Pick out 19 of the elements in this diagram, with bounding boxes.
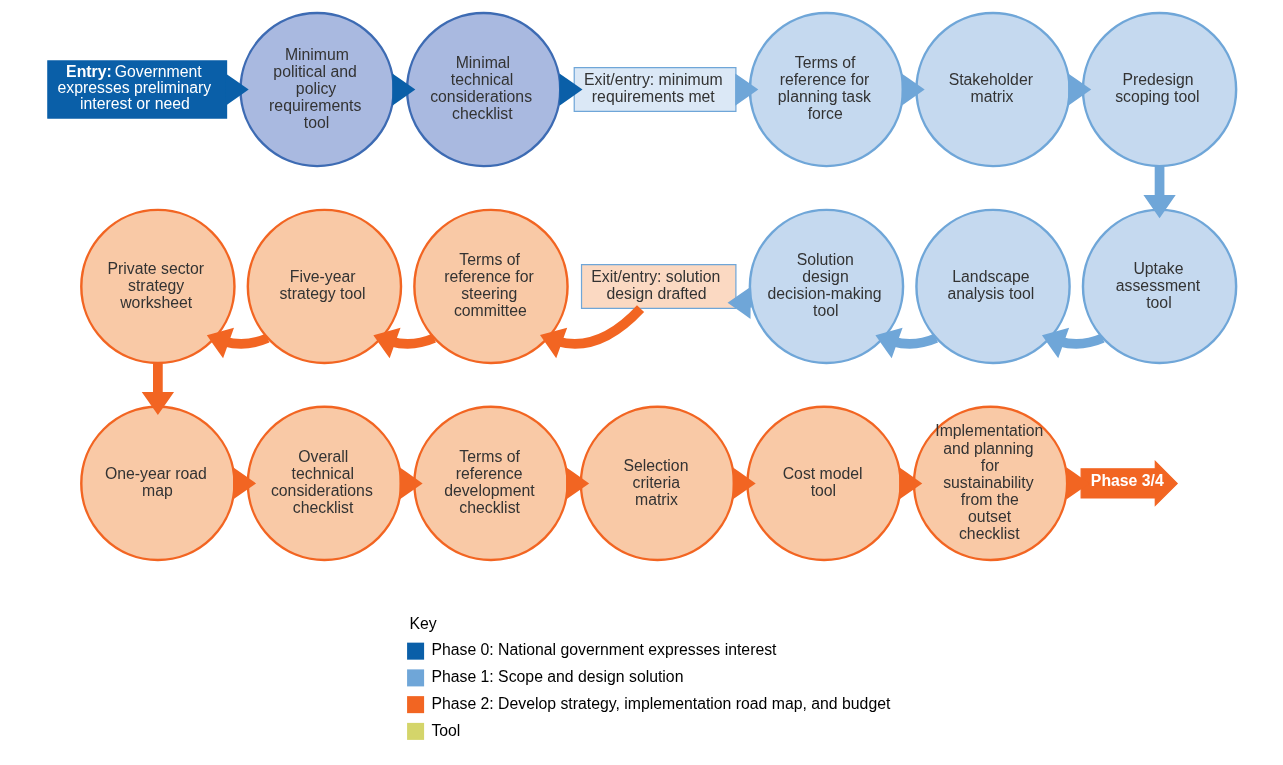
arrow xyxy=(1142,166,1176,219)
node-circle: Uptake assessment tool xyxy=(1081,208,1237,365)
arrow xyxy=(874,327,938,359)
node-box: Entry: Government expresses preliminary interest or need xyxy=(46,60,227,119)
legend-label: Phase 0: National government expresses interest xyxy=(430,641,776,659)
node-circle: Implementation and planning for sustainability from the outset checklist xyxy=(912,405,1068,562)
node-box: Exit/entry: minimum requirements met xyxy=(573,67,736,113)
label: Key xyxy=(409,614,437,632)
node-circle: Predesign scoping tool xyxy=(1081,11,1237,168)
legend-label: Tool xyxy=(430,721,460,739)
arrow xyxy=(539,305,644,359)
legend-label: Phase 2: Develop strategy, implementation road map, and budget xyxy=(430,694,890,712)
arrow xyxy=(1041,327,1104,359)
node-box: Exit/entry: solution design drafted xyxy=(580,263,736,309)
arrow xyxy=(372,327,436,359)
arrow xyxy=(206,327,269,359)
legend-label: Phase 1: Scope and design solution xyxy=(430,668,683,686)
node-circle: Minimal technical considerations checklist xyxy=(405,11,561,168)
arrow xyxy=(141,363,174,416)
